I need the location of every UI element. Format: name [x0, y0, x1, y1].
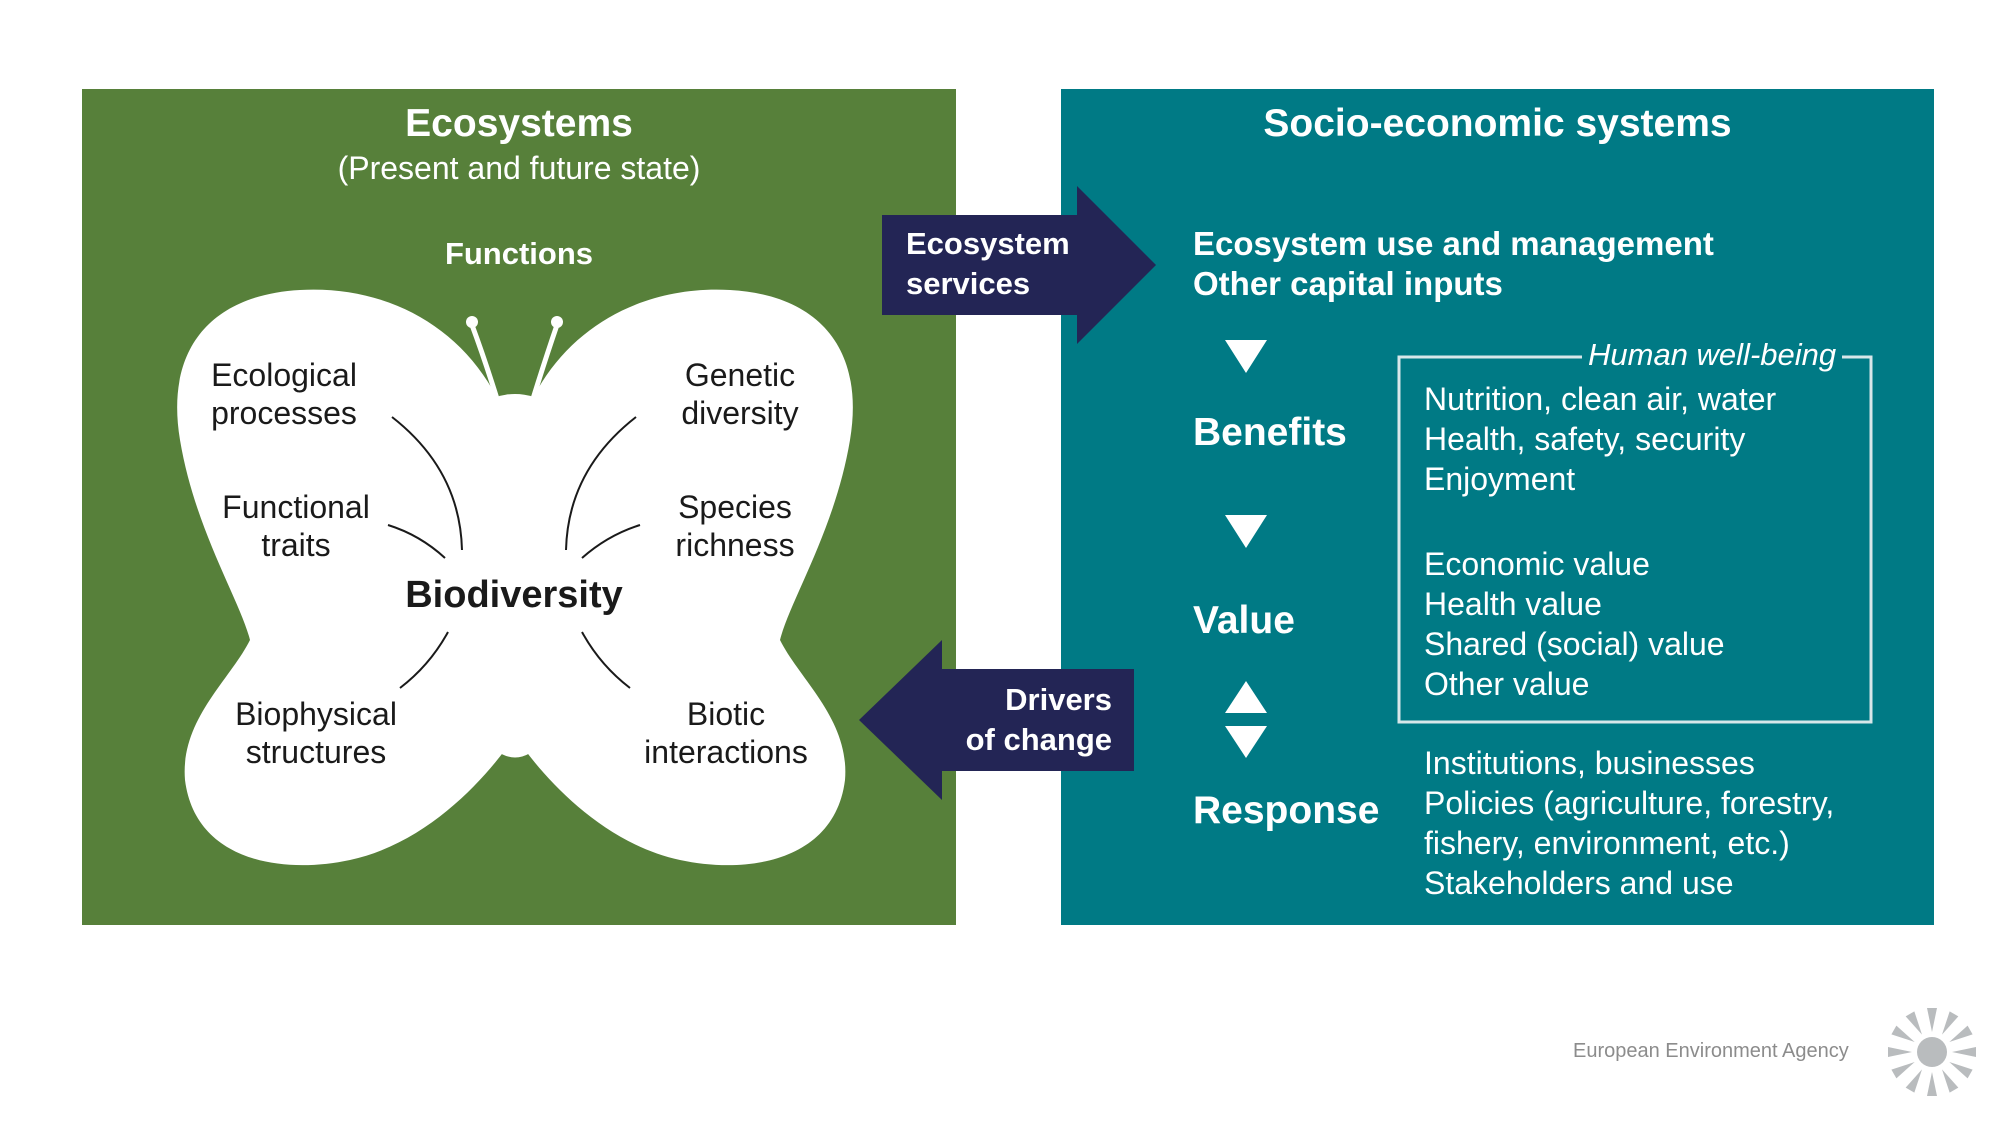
butterfly-antennae-icon — [469, 322, 560, 405]
label-line: richness — [675, 527, 795, 564]
eea-agency-name: European Environment Agency — [1573, 1040, 1849, 1062]
drivers-of-change-label: Drivers of change — [940, 680, 1112, 760]
list-item: fishery, environment, etc.) — [1424, 825, 1790, 861]
list-item: Institutions, businesses — [1424, 745, 1755, 781]
ecosystem-services-arrow — [882, 186, 1156, 344]
biodiversity-label: Biodiversity — [405, 574, 623, 616]
up-triangle-icon — [1225, 681, 1267, 713]
ecosystem-use-list: Ecosystem use and management Other capit… — [1193, 224, 1714, 304]
response-list: Institutions, businesses Policies (agric… — [1424, 743, 1834, 903]
human-wellbeing-label: Human well-being — [1582, 336, 1843, 374]
benefits-list: Nutrition, clean air, water Health, safe… — [1424, 379, 1776, 499]
benefits-label: Benefits — [1193, 411, 1347, 454]
drivers-of-change-arrow — [859, 640, 1134, 800]
label-line: interactions — [644, 734, 808, 771]
label-line: traits — [261, 527, 331, 564]
species-richness-label: Species richness — [635, 488, 835, 565]
value-label: Value — [1193, 599, 1295, 642]
list-item: Health value — [1424, 586, 1602, 622]
value-list: Economic value Health value Shared (soci… — [1424, 544, 1725, 704]
socio-economic-title: Socio-economic systems — [1263, 102, 1732, 145]
list-item: Shared (social) value — [1424, 626, 1725, 662]
socio-economic-panel — [1061, 89, 1934, 925]
label-line: Genetic — [684, 357, 796, 393]
label-line: processes — [211, 395, 357, 432]
functions-label: Functions — [444, 236, 594, 271]
list-item: Health, safety, security — [1424, 421, 1746, 457]
genetic-diversity-label: Genetic diversity — [640, 356, 840, 433]
label-line: of change — [965, 722, 1112, 757]
list-item: Policies (agriculture, forestry, — [1424, 785, 1835, 821]
list-item: Other value — [1424, 666, 1590, 702]
list-item: Enjoyment — [1424, 461, 1576, 497]
label-line: Drivers — [1005, 682, 1112, 717]
list-item: Ecosystem use and management — [1193, 225, 1714, 262]
response-label: Response — [1193, 789, 1380, 832]
label-line: Functional — [222, 489, 370, 525]
list-item: Other capital inputs — [1193, 265, 1503, 302]
antenna-tip-icon — [466, 316, 478, 328]
connector-lines — [387, 416, 641, 689]
butterfly-icon — [177, 289, 853, 866]
biophysical-structures-label: Biophysical structures — [206, 695, 426, 772]
list-item: Economic value — [1424, 546, 1650, 582]
label-line: Species — [678, 489, 792, 525]
down-triangle-icon — [1225, 726, 1267, 758]
label-line: diversity — [681, 395, 799, 432]
eea-sun-logo-icon — [1888, 1008, 1976, 1096]
antenna-tip-icon — [551, 316, 563, 328]
down-triangle-icon — [1225, 340, 1267, 373]
functional-traits-label: Functional traits — [196, 488, 396, 565]
ecosystems-title: Ecosystems — [405, 102, 633, 145]
label-line: Ecological — [211, 357, 357, 393]
list-item: Stakeholders and use — [1424, 865, 1734, 901]
label-line: Ecosystem — [906, 226, 1070, 261]
list-item: Nutrition, clean air, water — [1424, 381, 1777, 417]
biotic-interactions-label: Biotic interactions — [616, 695, 836, 772]
label-line: Biotic — [686, 696, 766, 732]
label-line: Biophysical — [235, 696, 397, 732]
ecosystem-services-label: Ecosystem services — [906, 224, 1070, 304]
label-line: structures — [245, 734, 387, 771]
ecosystems-subtitle: (Present and future state) — [337, 150, 701, 186]
down-triangle-icon — [1225, 515, 1267, 548]
ecological-processes-label: Ecological processes — [184, 356, 384, 433]
label-line: services — [906, 266, 1031, 301]
